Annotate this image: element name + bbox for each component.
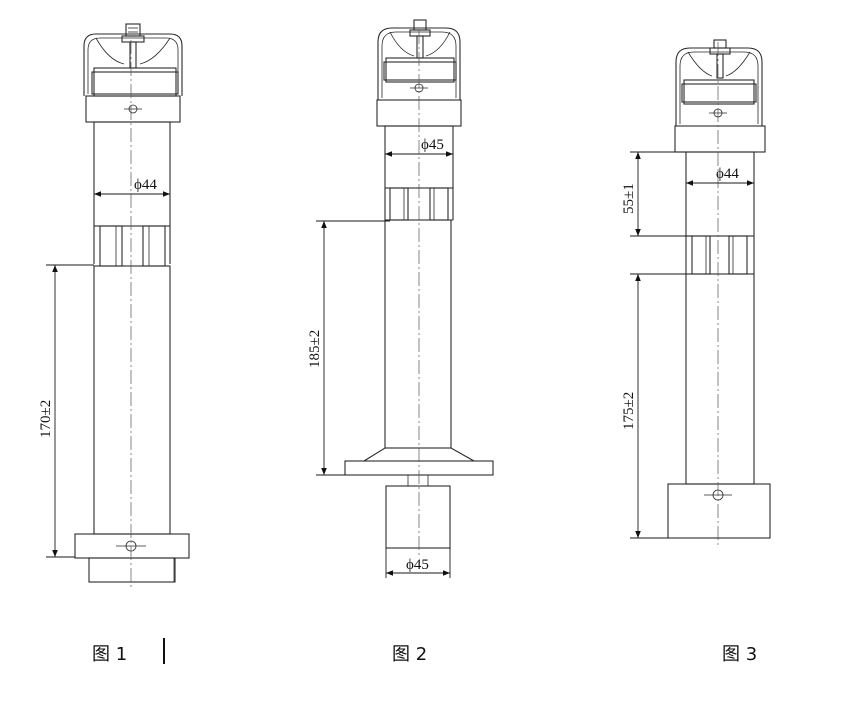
figure-1-lower-body: [93, 265, 171, 535]
figure-1-length-label: 170±2: [38, 400, 54, 438]
figure-2-caption: 图 2: [392, 644, 428, 665]
figure-3-bottom-block: [667, 483, 771, 539]
figure-2-drawing: ϕ45 185±2 ϕ45: [307, 19, 494, 578]
figure-1-upper-body: [93, 121, 171, 227]
figure-2-lower-body: [384, 219, 452, 449]
figure-1-drawing: ϕ44 170±2: [38, 23, 190, 588]
figure-3-length-label: 175±2: [621, 392, 637, 430]
figure-1-flange: [74, 533, 190, 583]
figure-3-lower-body: [685, 273, 755, 485]
figure-1-neck: [93, 225, 171, 267]
figure-3-upper-length-dimension: [630, 151, 692, 237]
figure-2-length-label: 185±2: [307, 330, 323, 368]
figure-3-diameter-label: ϕ44: [716, 166, 739, 182]
figure-3-caption: 图 3: [722, 644, 758, 665]
figure-1-caption: 图 1: [92, 644, 128, 665]
figure-3-head: [674, 39, 766, 153]
figure-2-bottom-diameter-label: ϕ45: [406, 557, 429, 573]
figure-2-bottom-weight: [385, 485, 451, 549]
text-cursor: [163, 638, 165, 664]
figure-1-head: [83, 23, 183, 123]
figure-3-neck: [685, 235, 755, 275]
figure-2-length-dimension: [316, 220, 390, 476]
figure-1-length-dimension: [46, 264, 94, 558]
figure-3-length-dimension: [630, 273, 686, 539]
figure-2-diameter-label: ϕ45: [421, 137, 444, 153]
figure-3-upper-length-label: 55±1: [621, 183, 637, 214]
figure-3-upper-body: [685, 151, 755, 237]
figure-3-drawing: ϕ44 55±1 175±2: [621, 39, 771, 545]
figure-2-bottom-diameter-dimension: [385, 548, 451, 578]
figure-1-diameter-label: ϕ44: [134, 177, 157, 193]
